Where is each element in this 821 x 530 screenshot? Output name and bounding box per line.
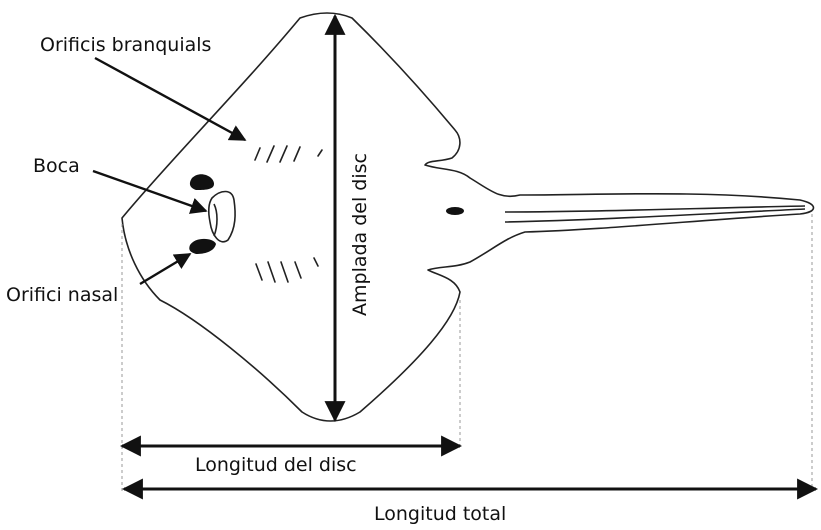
mouth-pointer [92, 169, 208, 214]
gill-slits-lower [255, 257, 319, 283]
nostril-pointer [139, 252, 192, 286]
gill-openings-pointer [94, 56, 247, 142]
nostril-lower-mark [189, 238, 216, 254]
mouth-mark [207, 190, 236, 243]
label-disc-length: Longitud del disc [195, 454, 357, 476]
label-total-length: Longitud total [374, 503, 507, 525]
reference-lines [121, 214, 813, 492]
label-mouth: Boca [33, 155, 80, 177]
gill-slits-upper [254, 145, 323, 163]
cloaca-mark [446, 207, 464, 215]
ray-body [121, 12, 815, 422]
nostril-upper-mark [189, 174, 214, 190]
label-gill-openings: Orificis branquials [40, 34, 212, 56]
label-nostril: Orifici nasal [6, 284, 119, 306]
label-disc-width: Amplada del disc [349, 153, 371, 316]
